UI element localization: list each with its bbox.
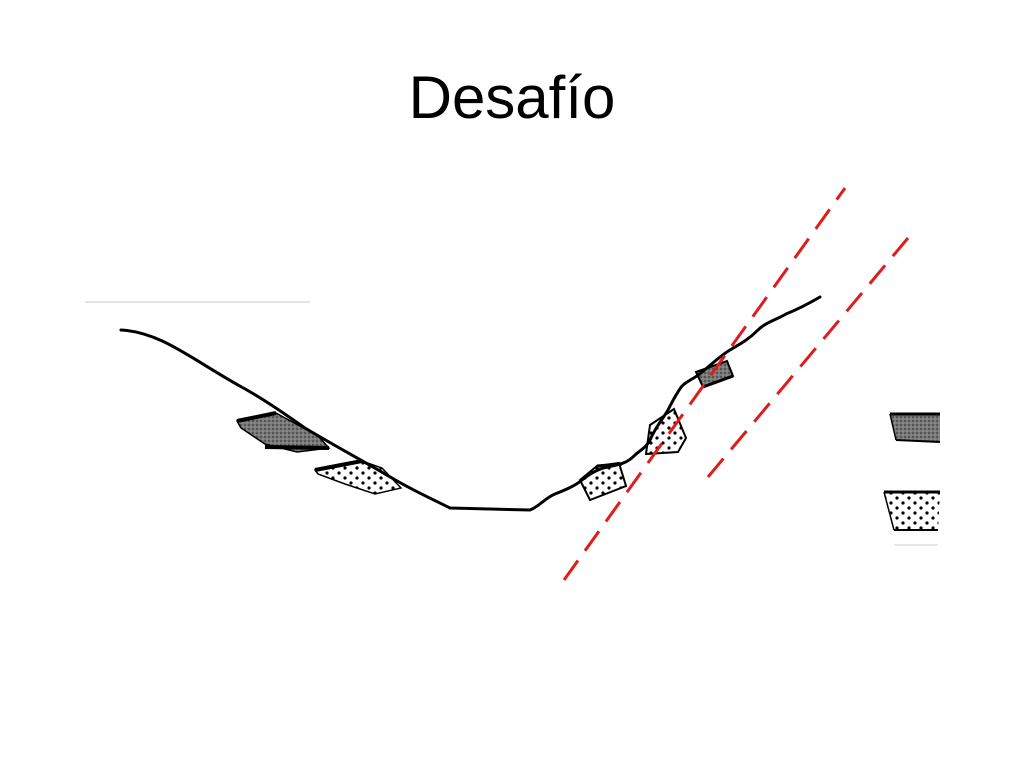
right-middle-dotted-stratum [644,407,688,456]
legend-dark-stratum-swatch [889,412,941,443]
left-dark-stratum-top-edge [236,411,277,423]
right-dark-stratum-bottom-edge [702,374,734,389]
valley-terrain-profile [119,295,822,512]
slide-title: Desafío [408,64,616,131]
left-dark-stratum [235,412,331,453]
legend [883,412,941,546]
legend-dotted-stratum-swatch [883,490,940,546]
left-dark-stratum-bottom-edge [264,445,330,450]
fault-line-right [706,237,910,478]
fault-line-left [562,187,847,581]
left-dotted-stratum-top-edge [314,459,363,472]
